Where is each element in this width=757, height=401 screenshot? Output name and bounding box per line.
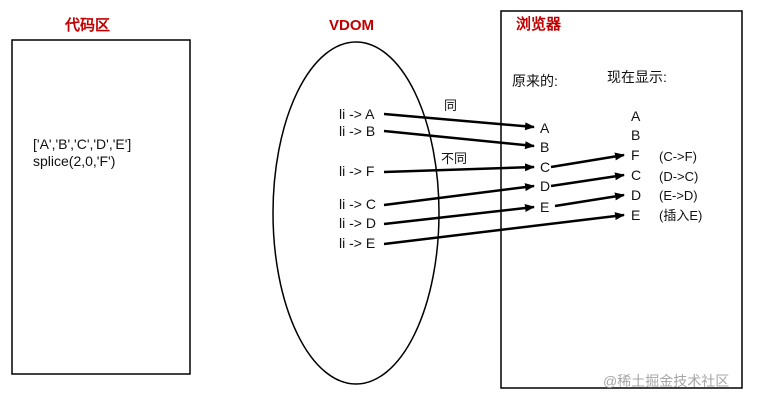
arrow-e-to-current-e	[383, 212, 625, 246]
vdom-ellipse	[272, 41, 440, 385]
arrow-f-to-original-c	[383, 163, 535, 174]
arrow-b-to-original-b	[383, 129, 535, 150]
watermark: @稀土掘金技术社区	[603, 373, 729, 389]
current-label: 现在显示:	[607, 69, 667, 85]
note-e-to-d: (E->D)	[659, 188, 698, 203]
code-area-title: 代码区	[64, 16, 110, 34]
vdom-item-e: li -> E	[339, 235, 375, 251]
note-c-to-f: (C->F)	[659, 149, 697, 164]
current-item-e: E	[631, 207, 640, 223]
vdom-item-b: li -> B	[339, 123, 375, 139]
arrow-original-c-to-current-f	[550, 152, 625, 169]
original-label: 原来的:	[512, 73, 558, 89]
original-item-d: D	[540, 178, 550, 194]
browser-box	[500, 10, 743, 389]
vdom-item-a: li -> A	[339, 106, 375, 122]
vdom-item-f: li -> F	[339, 163, 374, 179]
arrow-original-d-to-current-c	[550, 172, 625, 188]
note-d-to-c: (D->C)	[659, 169, 698, 184]
arrow-a-to-original-a	[383, 112, 535, 131]
current-item-a: A	[631, 108, 641, 124]
vdom-item-c: li -> C	[339, 196, 376, 212]
arrow-d-to-original-e	[383, 204, 535, 226]
original-item-b: B	[540, 139, 549, 155]
code-line-array: ['A','B','C','D','E']	[33, 136, 131, 152]
arrow-c-to-original-d	[383, 183, 535, 207]
current-item-c: C	[631, 167, 641, 183]
current-item-f: F	[631, 147, 640, 163]
code-area-box	[11, 39, 191, 375]
original-item-c: C	[540, 159, 550, 175]
current-item-d: D	[631, 187, 641, 203]
current-item-b: B	[631, 127, 640, 143]
original-item-a: A	[540, 120, 550, 136]
original-item-e: E	[540, 199, 549, 215]
vdom-title: VDOM	[329, 17, 374, 34]
label-same: 同	[444, 98, 457, 113]
vdom-item-d: li -> D	[339, 215, 376, 231]
browser-title: 浏览器	[516, 15, 562, 33]
note-insert-e: (插入E)	[659, 208, 702, 223]
arrow-original-e-to-current-d	[554, 192, 625, 208]
label-different: 不同	[441, 151, 467, 166]
code-line-splice: splice(2,0,'F')	[33, 153, 115, 169]
